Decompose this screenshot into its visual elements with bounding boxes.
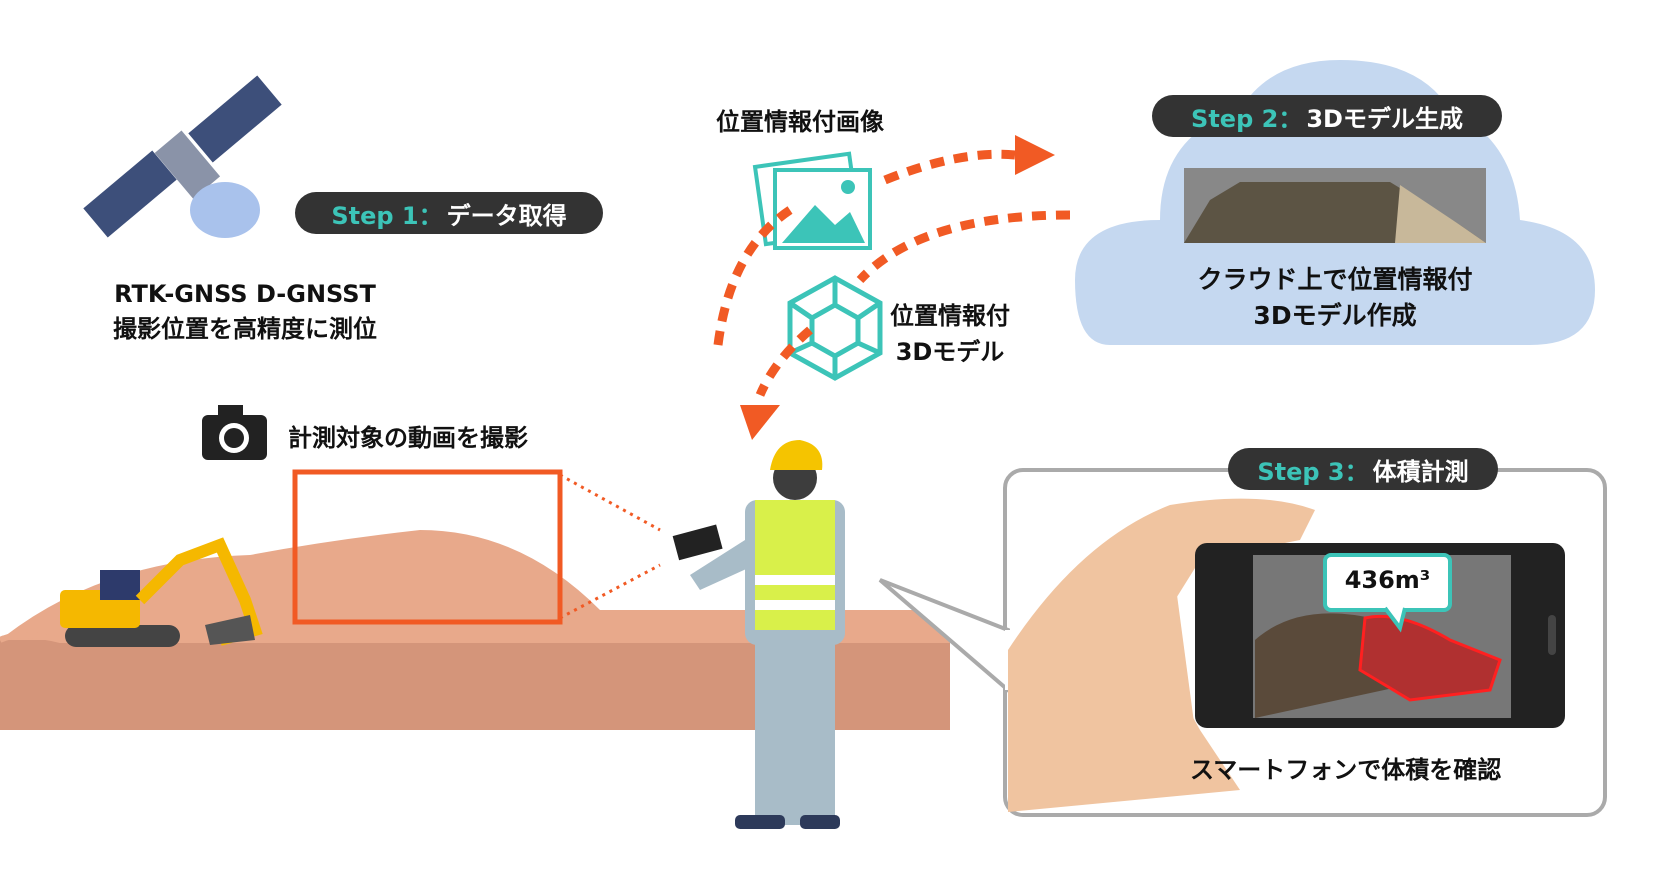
step1-number: Step 1： [331,201,443,230]
step1-badge: Step 1：データ取得 [295,192,603,234]
capture-frame [292,469,563,625]
step3-badge: Step 3：体積計測 [1228,448,1498,490]
3d-model-image [1184,168,1486,243]
image-icon [752,151,872,250]
step1-description: RTK-GNSS D-GNSST 撮影位置を高精度に測位 [80,277,410,347]
step2-desc-line1: クラウド上で位置情報付 [1197,265,1473,294]
step2-badge: Step 2：3Dモデル生成 [1152,95,1502,137]
step2-description: クラウド上で位置情報付 3Dモデル作成 [1130,262,1540,334]
step2-title: 3Dモデル生成 [1306,104,1463,133]
model-label-line2: 3Dモデル [895,338,1005,366]
arrow-head-down [740,405,780,440]
step2-desc-line2: 3Dモデル作成 [1253,301,1417,330]
arrow-head-right [1015,135,1055,175]
camera-label: 計測対象の動画を撮影 [288,424,528,452]
worker-illustration [672,440,845,829]
step1-desc-line1: RTK-GNSS D-GNSST [114,280,376,308]
model-label: 位置情報付 3Dモデル [890,298,1010,370]
excavator-illustration [60,537,263,647]
model-label-line1: 位置情報付 [890,302,1010,330]
step3-title: 体積計測 [1372,457,1469,486]
3d-cube-icon [787,275,883,381]
step3-number: Step 3： [1257,457,1369,486]
satellite-icon [83,75,282,238]
step2-number: Step 2： [1191,104,1303,133]
step1-desc-line2: 撮影位置を高精度に測位 [113,315,377,343]
volume-readout: 436m³ [1344,566,1431,594]
camera-icon [202,405,267,460]
step1-title: データ取得 [446,201,567,230]
flow-arrows [713,149,1071,397]
phone-panel [878,468,1607,817]
step3-description: スマートフォンで体積を確認 [1190,756,1502,784]
image-label: 位置情報付画像 [716,108,884,136]
